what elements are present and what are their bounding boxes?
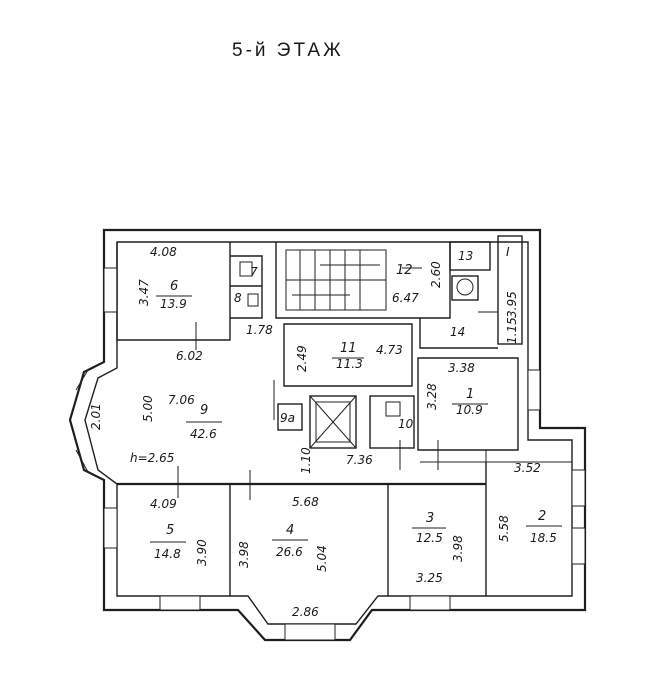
svg-text:1.10: 1.10 — [299, 447, 313, 474]
svg-text:2.49: 2.49 — [295, 345, 309, 372]
room-4-number: 4 — [286, 523, 294, 538]
svg-text:5.58: 5.58 — [497, 515, 511, 542]
svg-text:4.73: 4.73 — [376, 343, 403, 357]
svg-text:1.15: 1.15 — [505, 317, 519, 344]
room-1-number: 1 — [466, 387, 474, 402]
svg-text:3.52: 3.52 — [514, 461, 541, 475]
room-6-area: 13.9 — [160, 297, 187, 311]
svg-text:2.01: 2.01 — [89, 403, 103, 430]
room-7-number: 7 — [250, 265, 258, 279]
room-3-area: 12.5 — [416, 531, 443, 545]
svg-text:4.08: 4.08 — [150, 245, 177, 259]
svg-text:6.47: 6.47 — [392, 291, 419, 305]
svg-text:7.06: 7.06 — [168, 393, 195, 407]
svg-text:3.90: 3.90 — [195, 539, 209, 566]
room-9-number: 9 — [200, 403, 208, 418]
room-9-area: 42.6 — [190, 427, 217, 441]
room-11-number: 11 — [340, 341, 357, 356]
inner-outline — [84, 241, 573, 625]
room-3-number: 3 — [426, 511, 434, 526]
room-8-number: 8 — [234, 291, 242, 305]
svg-text:3.28: 3.28 — [425, 383, 439, 410]
svg-text:3.98: 3.98 — [451, 535, 465, 562]
svg-text:3.98: 3.98 — [237, 541, 251, 568]
floor-title: 5-й ЭТАЖ — [232, 40, 344, 61]
room-2-area: 18.5 — [530, 531, 557, 545]
room-12-number: 12 — [396, 263, 413, 278]
outer-wall — [68, 228, 587, 642]
room-13-number: 13 — [458, 249, 473, 263]
svg-text:1.78: 1.78 — [246, 323, 273, 337]
room-5-area: 14.8 — [154, 547, 181, 561]
svg-text:4.09: 4.09 — [150, 497, 177, 511]
room-9a-number: 9a — [280, 411, 295, 425]
windows — [75, 267, 586, 641]
room-5-number: 5 — [166, 523, 174, 538]
room-4-area: 26.6 — [276, 545, 303, 559]
room-6-number: 6 — [170, 279, 178, 294]
dimension-labels: 4.08 3.47 6.02 1.78 2.49 4.73 2.60 6.47 … — [89, 245, 541, 619]
dimension-lines — [177, 267, 498, 500]
room-14-number: 14 — [450, 325, 465, 339]
svg-text:6.02: 6.02 — [176, 349, 203, 363]
svg-text:5.68: 5.68 — [292, 495, 319, 509]
svg-text:5.00: 5.00 — [141, 395, 155, 422]
svg-text:3.47: 3.47 — [137, 279, 151, 306]
room-10-number: 10 — [398, 417, 414, 431]
svg-text:h=2.65: h=2.65 — [130, 451, 174, 465]
room-I-number: I — [506, 245, 510, 259]
svg-text:7.36: 7.36 — [346, 453, 373, 467]
svg-text:2.86: 2.86 — [292, 605, 319, 619]
svg-text:3.25: 3.25 — [416, 571, 443, 585]
svg-text:3.38: 3.38 — [448, 361, 475, 375]
room-11-area: 11.3 — [336, 357, 363, 371]
room-labels: 6 13.9 9 42.6 11 11.3 1 10.9 2 18.5 3 12… — [150, 245, 562, 561]
svg-text:3.95: 3.95 — [505, 291, 519, 318]
room-1-area: 10.9 — [456, 403, 483, 417]
room-2-number: 2 — [538, 509, 546, 524]
svg-text:5.04: 5.04 — [315, 545, 329, 572]
svg-text:2.60: 2.60 — [429, 261, 443, 288]
